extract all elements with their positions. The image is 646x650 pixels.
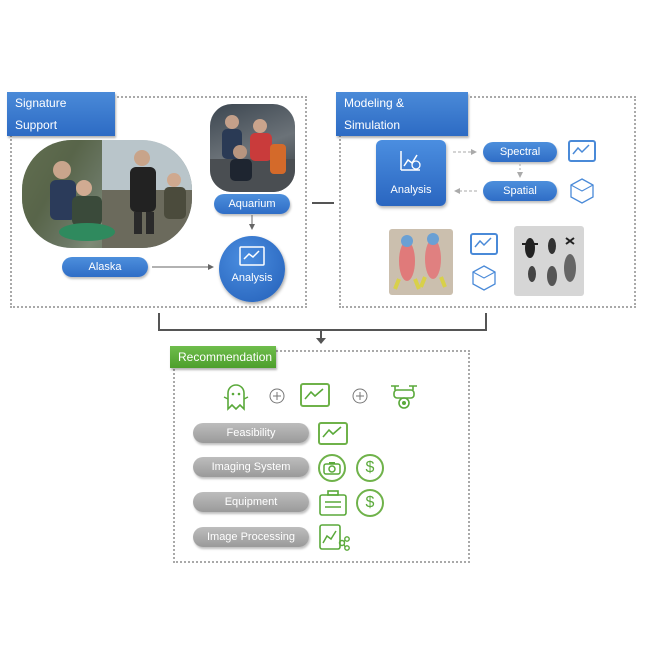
drone-icon xyxy=(391,385,417,409)
recommendation-chart-icon xyxy=(300,383,330,407)
feasibility-chart-icon xyxy=(318,422,348,445)
model-chart-icon xyxy=(470,233,498,255)
spatial-pill: Spatial xyxy=(483,181,557,201)
signature-analysis-circle: Analysis xyxy=(219,236,285,302)
image-processing-pill: Image Processing xyxy=(193,527,309,547)
feasibility-pill: Feasibility xyxy=(193,423,309,443)
aquarium-pill: Aquarium xyxy=(214,194,290,214)
panel-connector xyxy=(312,202,334,204)
connector-left-down xyxy=(158,313,160,330)
modeling-analysis-label: Analysis xyxy=(390,184,432,196)
camera-icon xyxy=(318,454,346,482)
connector-arrow-down xyxy=(316,329,326,344)
model-polyhedron-icon xyxy=(472,265,496,291)
aquarium-people-illustration xyxy=(210,115,295,192)
penguin-silhouettes-photo xyxy=(514,226,584,296)
spatial-polyhedron-icon xyxy=(570,178,594,204)
signature-support-panel xyxy=(10,96,307,308)
alaska-photo xyxy=(22,140,192,248)
spectral-chart-icon xyxy=(568,140,596,162)
equipment-pill: Equipment xyxy=(193,492,309,512)
chart-share-icon xyxy=(319,524,350,551)
connector-horizontal xyxy=(158,329,487,331)
modeling-header: Modeling & Simulation xyxy=(336,92,468,136)
signature-support-header: Signature Support xyxy=(7,92,115,136)
ghost-icon xyxy=(223,384,249,411)
chart-icon xyxy=(239,246,265,266)
modeling-panel xyxy=(339,96,636,308)
chart-refresh-icon xyxy=(400,151,421,171)
dollar-icon-2: $ xyxy=(356,489,384,517)
signature-analysis-label: Analysis xyxy=(231,272,273,284)
plus-icon-2 xyxy=(352,388,368,404)
dollar-icon: $ xyxy=(356,454,384,482)
recommendation-panel xyxy=(173,350,470,563)
connector-right-down xyxy=(485,313,487,330)
spectral-pill: Spectral xyxy=(483,142,557,162)
alaska-people-illustration xyxy=(22,140,192,248)
alaska-pill: Alaska xyxy=(62,257,148,277)
seal-model-photo xyxy=(389,229,453,295)
imaging-system-pill: Imaging System xyxy=(193,457,309,477)
aquarium-photo xyxy=(210,104,295,192)
briefcase-icon xyxy=(319,490,347,516)
modeling-analysis-box: Analysis xyxy=(376,140,446,206)
plus-icon xyxy=(269,388,285,404)
recommendation-header: Recommendation xyxy=(170,346,276,368)
